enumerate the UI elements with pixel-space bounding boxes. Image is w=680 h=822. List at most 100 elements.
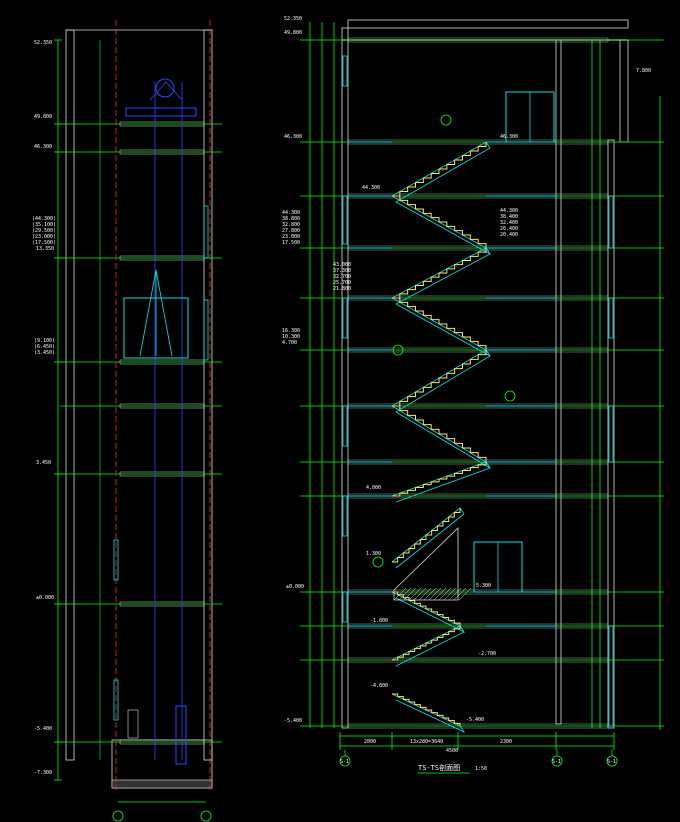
exterior-wall-right — [607, 139, 615, 729]
level-stack-item: 23.000 — [282, 234, 300, 240]
level-stack-item: 32.400 — [500, 220, 518, 226]
stair-treads — [392, 142, 487, 197]
level-stack-item: 27.800 — [282, 228, 300, 234]
hatch-line — [418, 587, 432, 601]
bottom-dimension: 13x280=3640 — [410, 739, 443, 745]
floor-slab — [119, 739, 205, 745]
level-label: 49.800 — [284, 30, 302, 36]
stair-treads — [392, 626, 461, 661]
car-hanger — [155, 269, 173, 357]
stair-window — [342, 297, 348, 339]
svg-text:S-1: S-1 — [552, 759, 561, 765]
level-stack-item: 38.800 — [282, 216, 300, 222]
hatch-line — [423, 587, 437, 601]
floor-slab — [347, 37, 609, 43]
level-stack-item: 44.300 — [500, 208, 518, 214]
level-label: -7.300 — [34, 770, 52, 776]
level-stack-item: (9.100) — [34, 338, 55, 344]
stair-window — [608, 297, 614, 339]
level-label: -5.400 — [34, 726, 52, 732]
level-stack-item: 32.700 — [333, 274, 351, 280]
level-label: 46.300 — [34, 144, 52, 150]
level-stack-item: (17.500) — [32, 240, 56, 246]
shaft-window — [203, 205, 209, 259]
axis-bubble: S-1 — [551, 755, 563, 767]
detail-callout-bubble — [392, 344, 404, 356]
svg-text:S-1: S-1 — [340, 759, 349, 765]
roof-parapet — [347, 19, 629, 29]
landing-label: 46.300 — [500, 134, 518, 140]
landing-label: 1.300 — [366, 551, 381, 557]
shaft-window — [113, 679, 119, 721]
stair-treads — [392, 350, 487, 407]
hatch-line — [428, 587, 442, 601]
axis-bubble: S-1 — [606, 755, 618, 767]
level-stack-item: 38.400 — [500, 214, 518, 220]
stair-window — [608, 405, 614, 463]
stair-window — [342, 195, 348, 245]
level-stack-item: 4.700 — [282, 340, 297, 346]
level-label: 52.350 — [34, 40, 52, 46]
stair-window — [342, 495, 348, 537]
level-stack-item: (3.450) — [34, 350, 55, 356]
detail-callout-bubble — [372, 556, 384, 568]
machine-beam — [125, 107, 197, 117]
hatch-line — [393, 587, 407, 601]
level-stack-item: 43.000 — [333, 262, 351, 268]
level-stack-item: (44.300) — [32, 216, 56, 222]
svg-text:S-1: S-1 — [607, 759, 616, 765]
level-label: 3.450 — [36, 460, 51, 466]
stair-stringer — [391, 297, 491, 357]
level-stack-item: (23.000) — [32, 234, 56, 240]
floor-slab — [119, 149, 205, 155]
bottom-dimension: 2800 — [364, 739, 376, 745]
axis-bubble-left — [200, 810, 212, 822]
landing-label: 44.300 — [362, 185, 380, 191]
drawing-title: TS-TS剖面图 — [418, 763, 460, 772]
level-stack-item: (29.500) — [32, 228, 56, 234]
bottom-dimension: 2300 — [500, 739, 512, 745]
stair-treads — [392, 248, 487, 299]
level-stack-item: (6.450) — [34, 344, 55, 350]
pit-ladder — [127, 709, 139, 739]
axis-bubble-left — [112, 810, 124, 822]
stair-window — [608, 625, 614, 727]
exterior-wall-left — [341, 27, 349, 729]
level-label: 46.300 — [284, 134, 302, 140]
floor-slab — [347, 723, 609, 729]
axis-bubble: S-1 — [339, 755, 351, 767]
stair-treads — [392, 297, 487, 350]
stair-window — [608, 195, 614, 249]
counterweight — [175, 705, 187, 765]
stair-stringer — [391, 405, 491, 469]
shaft-wall-left — [65, 29, 75, 761]
level-label: 7.800 — [636, 68, 651, 74]
landing-label: -4.800 — [370, 683, 388, 689]
floor-slab — [347, 657, 609, 663]
hatch-line — [453, 587, 467, 601]
pit-slab — [111, 779, 213, 789]
floor-slab — [119, 403, 205, 409]
hatch-line — [458, 587, 472, 601]
level-stack-item: (35.100) — [32, 222, 56, 228]
shaft-wall-right — [203, 29, 213, 761]
level-stack-item: 26.400 — [500, 226, 518, 232]
machine-frame — [149, 81, 183, 101]
level-label: -5.400 — [284, 718, 302, 724]
stair-window — [342, 55, 348, 87]
stair-window — [342, 591, 348, 623]
level-stack-item: 20.400 — [500, 232, 518, 238]
stair-window — [342, 405, 348, 447]
stair-treads — [392, 591, 461, 626]
floor-slab — [119, 601, 205, 607]
stair-treads — [392, 195, 487, 248]
stair-treads — [392, 508, 461, 563]
left-elevator-shaft-section — [54, 20, 222, 822]
hatch-line — [438, 587, 452, 601]
level-stack-item: 44.300 — [282, 210, 300, 216]
hatch-line — [448, 587, 462, 601]
level-stack-item: 10.300 — [282, 334, 300, 340]
floor-slab — [119, 121, 205, 127]
landing-label: 4.000 — [366, 485, 381, 491]
